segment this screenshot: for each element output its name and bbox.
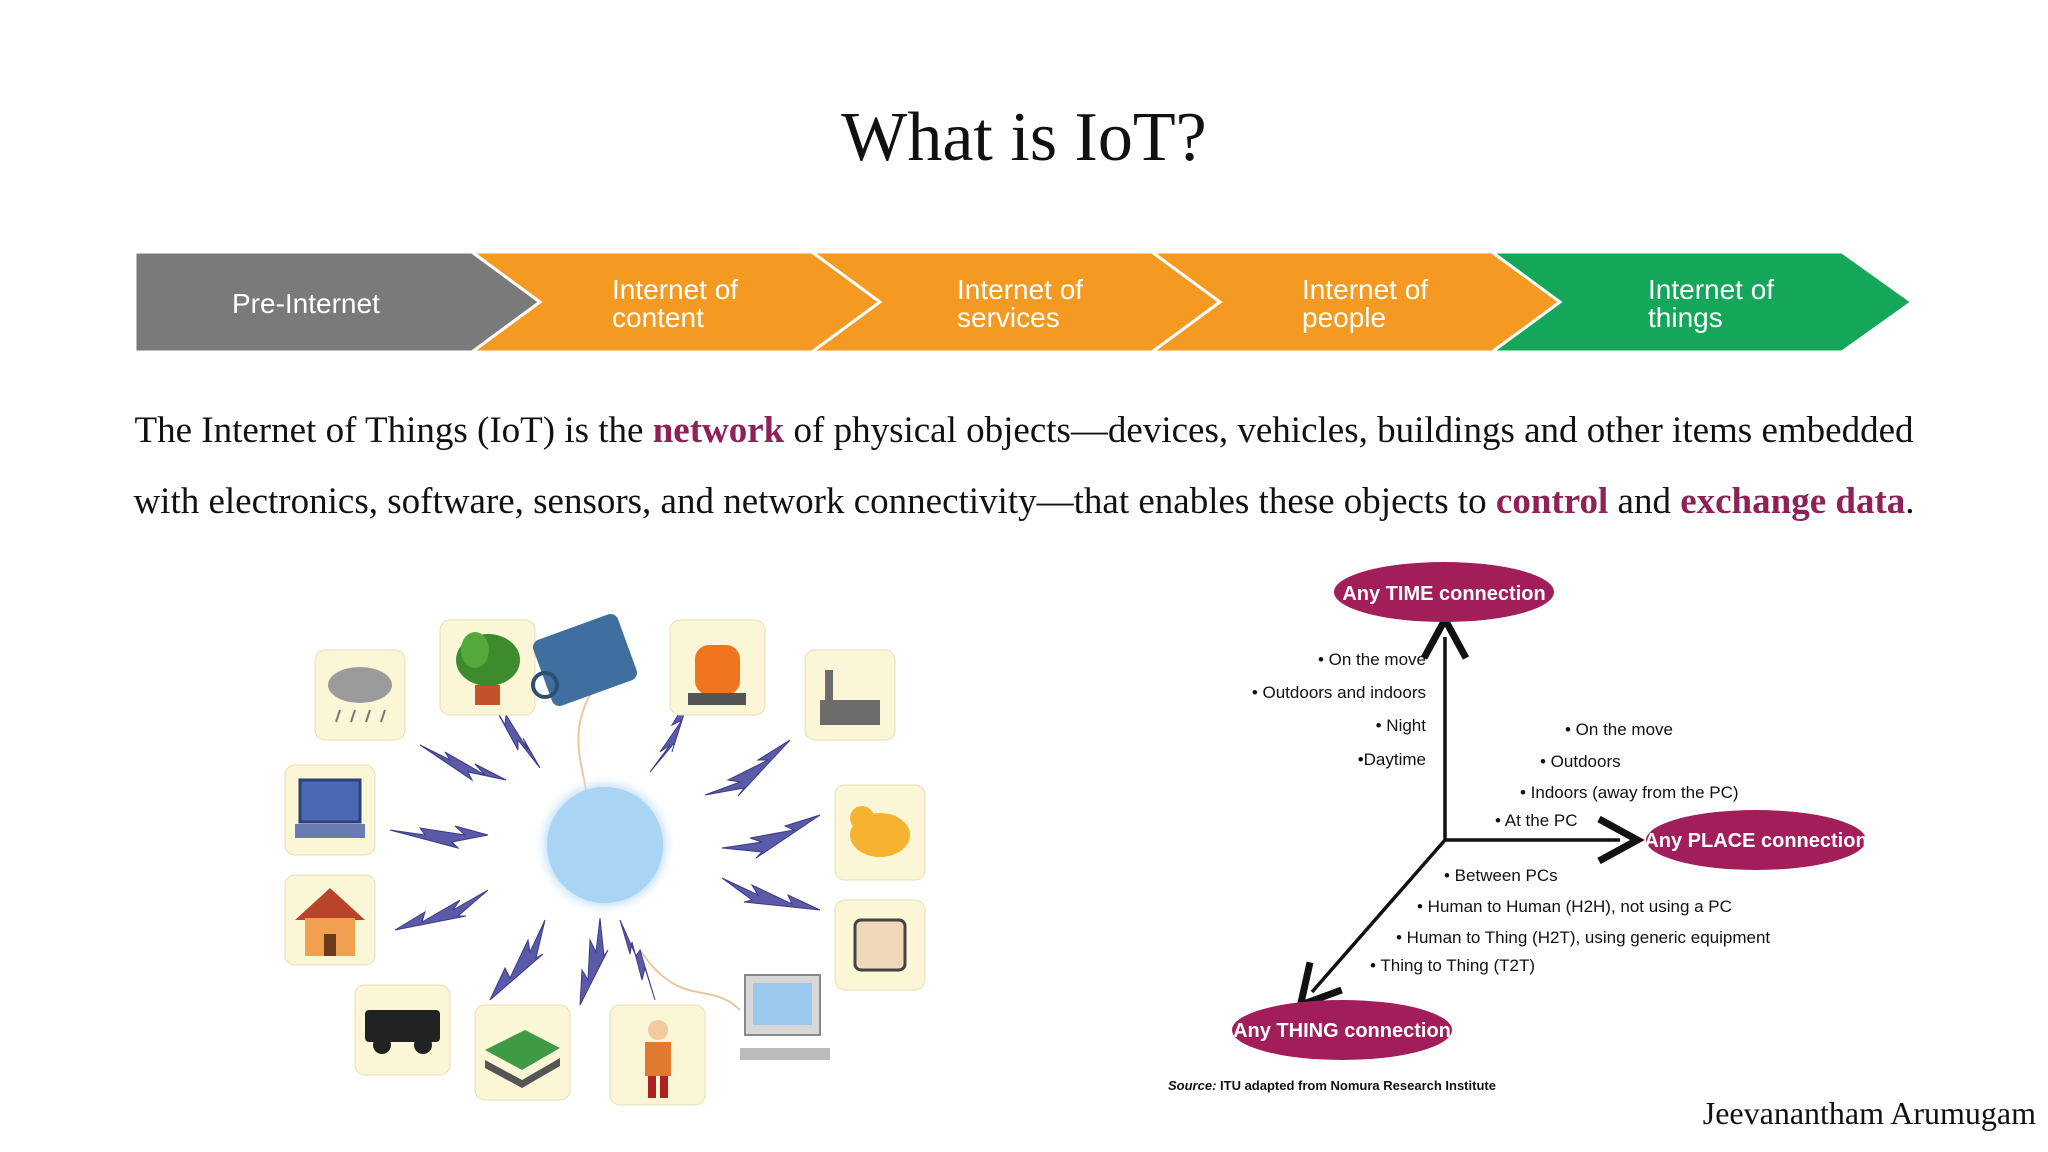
any-thing-connection: Any THING connection xyxy=(1232,1000,1452,1060)
car-icon xyxy=(354,984,451,1076)
chevron-label-content-line1: Internet of xyxy=(612,274,738,305)
chevron-internet-of-things: Internet of things xyxy=(1487,250,1915,354)
bolt-icon xyxy=(721,814,821,859)
chevron-label-services-line2: services xyxy=(957,302,1060,333)
thing-item: • Human to Thing (H2T), using generic eq… xyxy=(1396,928,1770,947)
place-item: • Indoors (away from the PC) xyxy=(1520,783,1739,802)
any-time-connection: Any TIME connection xyxy=(1334,562,1554,622)
diagram-source: Source: ITU adapted from Nomura Research… xyxy=(1168,1078,1496,1093)
bolt-icon xyxy=(619,919,656,1001)
thing-item: • Thing to Thing (T2T) xyxy=(1370,956,1535,975)
definition-part-4: . xyxy=(1905,481,1915,522)
chevron-label-people-line2: people xyxy=(1302,302,1386,333)
computer-monitor-icon xyxy=(740,974,830,1060)
cat-icon xyxy=(834,784,926,881)
books-icon xyxy=(474,1004,571,1101)
chevron-internet-of-people: Internet of people xyxy=(1147,250,1563,354)
chevron-label-things-line1: Internet of xyxy=(1648,274,1774,305)
any-time-label: Any TIME connection xyxy=(1342,583,1545,605)
slide-title: What is IoT? xyxy=(841,99,1207,176)
monitor-cord xyxy=(639,949,741,1011)
telephone-icon xyxy=(531,613,638,707)
any-connection-diagram: Any TIME connection Any PLACE connection… xyxy=(1168,562,1868,1093)
plant-icon xyxy=(439,619,536,716)
laptop-icon xyxy=(284,764,376,856)
time-item: • On the move xyxy=(1318,650,1426,669)
time-item: •Daytime xyxy=(1358,750,1426,769)
bolt-icon xyxy=(394,889,489,931)
time-item: • Outdoors and indoors xyxy=(1252,683,1426,702)
time-item: • Night xyxy=(1376,716,1427,735)
highlight-exchange-data: exchange data xyxy=(1680,481,1906,522)
any-thing-label: Any THING connection xyxy=(1233,1020,1451,1042)
any-place-connection: Any PLACE connection xyxy=(1644,810,1868,870)
bolt-icon xyxy=(704,739,791,797)
chevron-label-people-line1: Internet of xyxy=(1302,274,1428,305)
chevron-internet-of-content: Internet of content xyxy=(467,250,883,354)
iot-definition-text: The Internet of Things (IoT) is the netw… xyxy=(110,395,1938,537)
bolt-icon xyxy=(489,919,546,1001)
chevron-label-things-line2: things xyxy=(1648,302,1723,333)
evolution-chevron-bar: Pre-Internet Internet of content Interne… xyxy=(133,250,1915,354)
chevron-shape-things xyxy=(1487,250,1915,354)
chevron-label-services-line1: Internet of xyxy=(957,274,1083,305)
place-item: • Outdoors xyxy=(1540,752,1621,771)
bolt-icon xyxy=(721,877,821,911)
definition-part-3: and xyxy=(1608,481,1681,522)
bolt-icon xyxy=(579,917,609,1006)
bolt-icon xyxy=(487,694,541,769)
alarm-light-icon xyxy=(669,619,766,716)
any-place-label: Any PLACE connection xyxy=(1644,830,1867,852)
highlight-network: network xyxy=(652,410,785,451)
elderly-person-icon xyxy=(609,1004,706,1106)
chevron-label-pre-internet: Pre-Internet xyxy=(232,288,380,319)
definition-part-2: of physical objects—devices, vehicles, b… xyxy=(133,410,1914,522)
thing-axis-arrow xyxy=(1312,838,1447,992)
iot-devices-illustration xyxy=(284,613,926,1106)
highlight-control: control xyxy=(1495,481,1609,522)
factory-icon xyxy=(804,649,896,741)
network-globe-core xyxy=(547,787,663,903)
box-icon xyxy=(834,899,926,991)
bolt-icon xyxy=(419,744,507,782)
thing-item: • Between PCs xyxy=(1444,866,1558,885)
definition-part-1: The Internet of Things (IoT) is the xyxy=(134,410,653,451)
thing-item: • Human to Human (H2H), not using a PC xyxy=(1417,897,1732,916)
house-icon xyxy=(284,874,376,966)
place-item: • At the PC xyxy=(1495,811,1578,830)
place-item: • On the move xyxy=(1565,720,1673,739)
author-name: Jeevanantham Arumugam xyxy=(1702,1095,2036,1131)
chevron-label-content-line2: content xyxy=(612,302,704,333)
bolt-icon xyxy=(389,825,489,849)
source-label: Source: xyxy=(1168,1078,1216,1093)
rain-cloud-icon xyxy=(314,649,406,741)
wireless-signal-bolts xyxy=(389,694,821,1006)
chevron-pre-internet: Pre-Internet xyxy=(133,250,543,354)
source-text: ITU adapted from Nomura Research Institu… xyxy=(1216,1078,1496,1093)
